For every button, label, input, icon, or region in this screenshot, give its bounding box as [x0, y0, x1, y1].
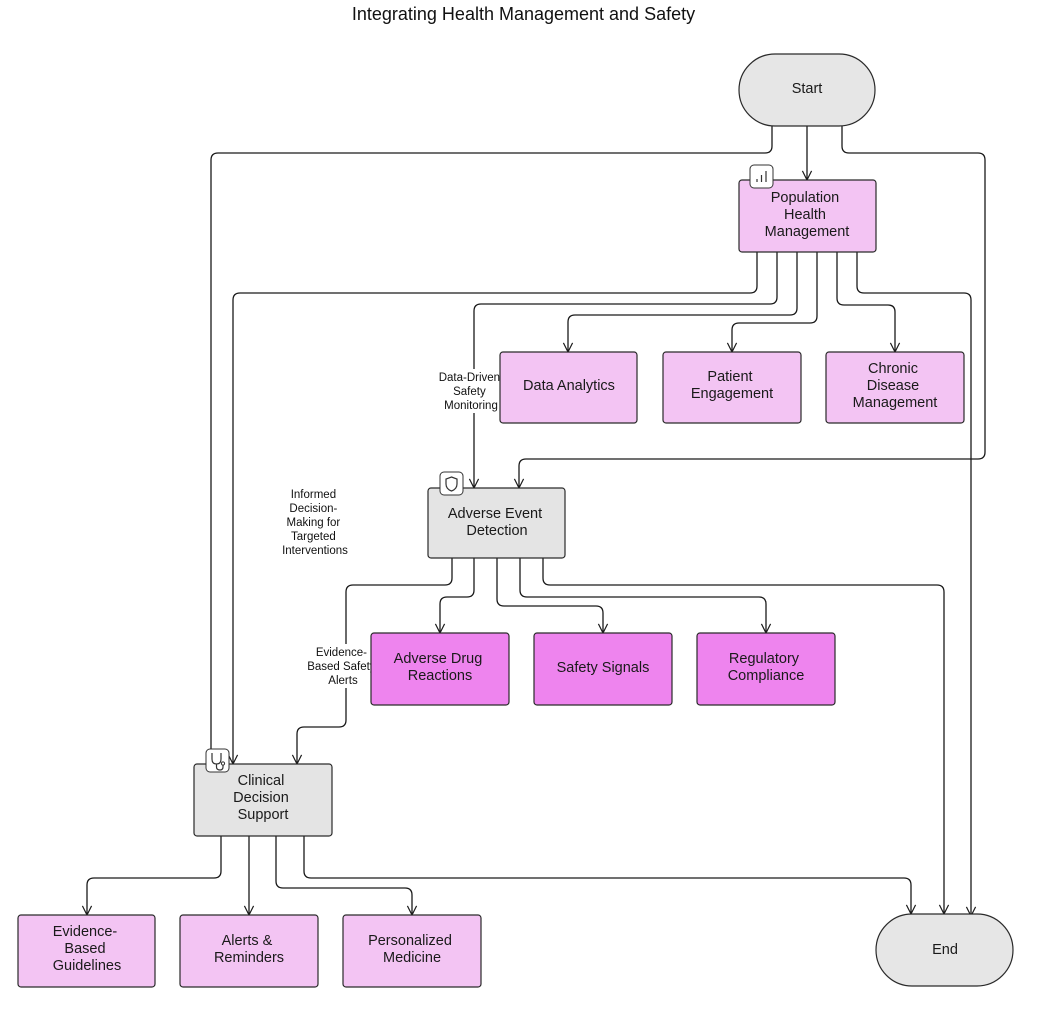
clinical-decision-support-node[interactable]: Clinical Decision Support	[193, 748, 333, 837]
population-health-management-node[interactable]: Population Health Management	[738, 164, 877, 253]
safety-signals-node[interactable]: Safety Signals	[533, 632, 673, 706]
node-label-line: Support	[238, 807, 289, 823]
end-node-label: End	[932, 942, 958, 958]
edge-label-line: Targeted	[291, 531, 336, 543]
svg-text:Evidence- Based Safety: Evidence- Based Safety Alerts	[307, 647, 379, 687]
stethoscope-icon	[205, 748, 230, 773]
edge-label-evidence-alerts: Evidence- Based Safety Alerts	[303, 644, 379, 688]
edge-aed-to-regulatory	[519, 558, 766, 633]
edge-aed-to-safety-signals	[496, 558, 603, 633]
svg-text:Clinical Decision: Clinical Decision Support	[233, 773, 293, 823]
node-label-line: Medicine	[383, 950, 441, 966]
start-node[interactable]: Start	[738, 53, 876, 127]
edge-label-line: Making for	[287, 517, 341, 529]
svg-text:Adverse Drug Reactions: Adverse Drug Reactions	[394, 651, 487, 684]
node-label-line: Alerts &	[222, 933, 273, 949]
shield-icon	[439, 471, 464, 496]
edge-label-line: Monitoring	[444, 400, 498, 412]
personalized-medicine-node[interactable]: Personalized Medicine	[342, 914, 482, 988]
edge-cds-to-personalized	[275, 836, 412, 915]
svg-text:Informed Decision-: Informed Decision- Making for Targeted I…	[282, 489, 348, 557]
node-label-line: Population	[771, 190, 840, 206]
edge-phm-to-end	[856, 252, 971, 916]
node-label-line: Based	[64, 941, 105, 957]
edge-label-line: Alerts	[328, 675, 358, 687]
edge-cds-to-end	[303, 836, 911, 914]
node-label-line: Regulatory	[729, 651, 800, 667]
node-label-line: Chronic	[868, 361, 918, 377]
edge-label-informed: Informed Decision- Making for Targeted I…	[276, 486, 354, 558]
edge-phm-to-data-analytics	[568, 252, 798, 352]
svg-text:Personalized Medicine: Personalized Medicine	[368, 933, 456, 966]
edge-phm-to-chronic	[836, 252, 895, 352]
node-label-line: Management	[853, 395, 938, 411]
data-analytics-node[interactable]: Data Analytics	[499, 351, 638, 424]
edge-label-line: Data-Driven	[439, 372, 500, 384]
node-label-line: Decision	[233, 790, 289, 806]
edge-phm-to-aed	[474, 252, 778, 488]
svg-text:Alerts & Reminders: Alerts & Reminders	[214, 933, 284, 966]
adverse-drug-reactions-node[interactable]: Adverse Drug Reactions	[370, 632, 510, 706]
svg-text:Evidence- Based Gu: Evidence- Based Guidelines	[53, 924, 122, 974]
adverse-event-detection-node[interactable]: Adverse Event Detection	[427, 471, 566, 559]
regulatory-compliance-node[interactable]: Regulatory Compliance	[696, 632, 836, 706]
node-label-line: Compliance	[728, 668, 805, 684]
edge-label-line: Safety	[453, 386, 486, 398]
start-node-label: Start	[792, 81, 823, 97]
chronic-disease-management-node[interactable]: Chronic Disease Management	[825, 351, 965, 424]
edge-label-line: Decision-	[289, 503, 337, 515]
edge-label-line: Based Safety	[307, 661, 376, 673]
node-label-line: Management	[765, 224, 850, 240]
edge-phm-to-patient-engagement	[732, 252, 818, 352]
node-label-line: Guidelines	[53, 958, 122, 974]
node-label-line: Personalized	[368, 933, 452, 949]
end-node[interactable]: End	[875, 913, 1014, 987]
node-label-line: Safety Signals	[557, 660, 650, 676]
node-label-line: Adverse Drug	[394, 651, 483, 667]
patient-engagement-node[interactable]: Patient Engagement	[662, 351, 802, 424]
edge-label-data-driven: Data-Driven Safety Monitoring	[437, 369, 504, 413]
node-label-line: Patient	[707, 369, 752, 385]
node-label-line: Disease	[867, 378, 919, 394]
node-label-line: Evidence-	[53, 924, 118, 940]
svg-text:Population Health: Population Health Management	[765, 190, 850, 240]
alerts-reminders-node[interactable]: Alerts & Reminders	[179, 914, 319, 988]
node-label-line: Adverse Event	[448, 506, 542, 522]
edge-label-line: Informed	[291, 489, 336, 501]
node-label-line: Detection	[466, 523, 527, 539]
svg-text:Patient Engagement: Patient Engagement	[691, 369, 773, 402]
svg-text:Adverse Event Detection: Adverse Event Detection	[448, 506, 546, 539]
evidence-based-guidelines-node[interactable]: Evidence- Based Guidelines	[17, 914, 156, 988]
edge-aed-to-end	[542, 558, 944, 914]
bar-chart-icon	[749, 164, 774, 189]
node-label-line: Engagement	[691, 386, 773, 402]
node-label-line: Data Analytics	[523, 378, 615, 394]
svg-text:Regulatory Compliance: Regulatory Compliance	[728, 651, 805, 684]
node-label-line: Clinical	[238, 773, 285, 789]
edge-label-line: Evidence-	[316, 647, 367, 659]
node-label-line: Reactions	[408, 668, 472, 684]
node-label-line: Reminders	[214, 950, 284, 966]
svg-text:Chronic Disease Ma: Chronic Disease Management	[853, 361, 938, 411]
edge-aed-to-adr	[440, 558, 475, 633]
edge-label-line: Interventions	[282, 545, 348, 557]
node-label-line: Health	[784, 207, 826, 223]
svg-text:Data-Driven Safety: Data-Driven Safety Monitoring	[439, 372, 504, 412]
edge-start-to-aed	[519, 126, 986, 488]
edge-phm-to-cds	[233, 252, 758, 764]
edge-cds-to-ebg	[87, 836, 222, 915]
diagram-title: Integrating Health Management and Safety	[351, 4, 696, 24]
